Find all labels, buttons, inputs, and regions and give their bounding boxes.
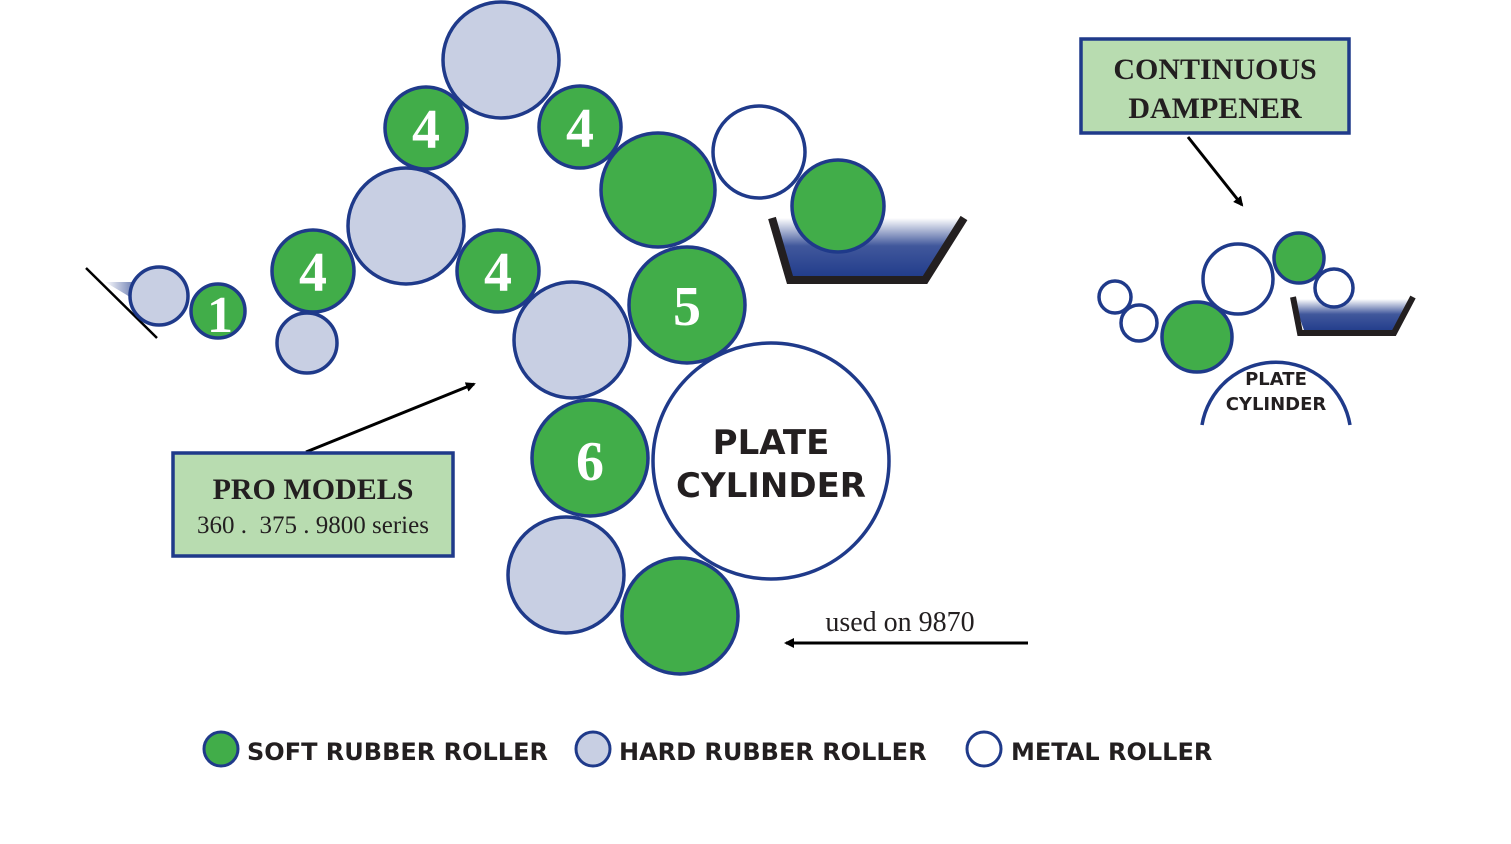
mini-water-pan-outline bbox=[1290, 295, 1416, 336]
metal-roller-dampener bbox=[711, 104, 807, 200]
pro-models-title: PRO MODELS bbox=[213, 473, 414, 506]
roller-numbers: 4 4 4 4 1 5 6 bbox=[207, 98, 701, 493]
soft-rubber-roller-dampener-form bbox=[599, 131, 717, 249]
hard-rubber-roller-small bbox=[275, 311, 339, 375]
legend-soft-label: SOFT RUBBER ROLLER bbox=[247, 738, 548, 766]
plate-cylinder bbox=[651, 341, 891, 581]
hard-rubber-roller-mid bbox=[346, 166, 466, 286]
continuous-dampener-diagram: PLATE CYLINDER bbox=[1097, 231, 1416, 426]
roller-number-4a: 4 bbox=[412, 99, 440, 161]
roller-number-1: 1 bbox=[207, 287, 233, 344]
mini-metal-roller-lower bbox=[1119, 303, 1159, 343]
hard-rubber-roller-lower bbox=[512, 280, 632, 400]
mini-water-pan-fill bbox=[1293, 299, 1412, 333]
soft-rubber-roller-6 bbox=[530, 398, 650, 518]
mini-metal-roller-left bbox=[1097, 279, 1133, 315]
legend-item-metal: METAL ROLLER bbox=[965, 730, 1212, 768]
continuous-dampener-arrow bbox=[1186, 136, 1244, 207]
continuous-dampener-callout: CONTINUOUS DAMPENER bbox=[1079, 37, 1351, 207]
pro-models-callout: PRO MODELS 360 . 375 . 9800 series bbox=[171, 382, 476, 558]
hard-rubber-roller-bottom bbox=[506, 515, 626, 635]
legend-hard-label: HARD RUBBER ROLLER bbox=[619, 738, 927, 766]
plate-cylinder-label-line1: PLATE bbox=[713, 423, 830, 463]
mini-soft-rubber-form-roller bbox=[1160, 300, 1234, 374]
pro-models-box bbox=[171, 451, 455, 558]
mini-plate-label-line2: CYLINDER bbox=[1226, 394, 1327, 415]
mini-soft-rubber-roller bbox=[1272, 231, 1326, 285]
mini-metal-roller-center bbox=[1201, 242, 1275, 316]
soft-rubber-roller-5 bbox=[627, 245, 747, 365]
mini-plate-label-line1: PLATE bbox=[1245, 369, 1307, 390]
roller-number-6: 6 bbox=[576, 431, 604, 493]
soft-rubber-roller-4d bbox=[455, 228, 541, 314]
water-pan-outline bbox=[768, 215, 968, 284]
soft-rubber-roller-bottom bbox=[620, 556, 740, 676]
continuous-dampener-line2: DAMPENER bbox=[1128, 92, 1302, 125]
legend-soft-swatch bbox=[202, 730, 240, 768]
mini-plate-cylinder bbox=[1200, 360, 1352, 426]
roller-number-4c: 4 bbox=[299, 242, 327, 304]
continuous-dampener-line1: CONTINUOUS bbox=[1113, 53, 1316, 86]
roller-number-4b: 4 bbox=[566, 98, 594, 160]
legend-item-soft: SOFT RUBBER ROLLER bbox=[202, 730, 548, 768]
pro-models-arrow bbox=[305, 382, 476, 454]
legend-hard-swatch bbox=[574, 730, 612, 768]
soft-rubber-roller-pan bbox=[790, 158, 886, 254]
soft-rubber-roller-4a bbox=[383, 85, 469, 171]
pro-models-series: 360 . 375 . 9800 series bbox=[197, 512, 429, 539]
used-on-label: used on 9870 bbox=[825, 607, 974, 638]
legend-metal-label: METAL ROLLER bbox=[1011, 738, 1212, 766]
plate-cylinder-label-line2: CYLINDER bbox=[676, 466, 866, 506]
continuous-dampener-box bbox=[1079, 37, 1351, 135]
roller-train bbox=[128, 0, 891, 676]
roller-number-5: 5 bbox=[673, 276, 701, 338]
hard-rubber-roller-top bbox=[441, 0, 561, 120]
soft-rubber-roller-1 bbox=[189, 282, 247, 340]
roller-number-4d: 4 bbox=[484, 242, 512, 304]
legend: SOFT RUBBER ROLLER HARD RUBBER ROLLER ME… bbox=[202, 730, 1212, 768]
used-on-callout: used on 9870 bbox=[784, 607, 1028, 648]
fountain-blade bbox=[85, 267, 158, 339]
plate-cylinder-label: PLATE CYLINDER bbox=[676, 423, 866, 506]
fountain-roller bbox=[128, 265, 190, 327]
legend-metal-swatch bbox=[965, 730, 1003, 768]
legend-item-hard: HARD RUBBER ROLLER bbox=[574, 730, 927, 768]
mini-metal-pan-roller bbox=[1313, 267, 1355, 309]
soft-rubber-roller-4b bbox=[537, 84, 623, 170]
